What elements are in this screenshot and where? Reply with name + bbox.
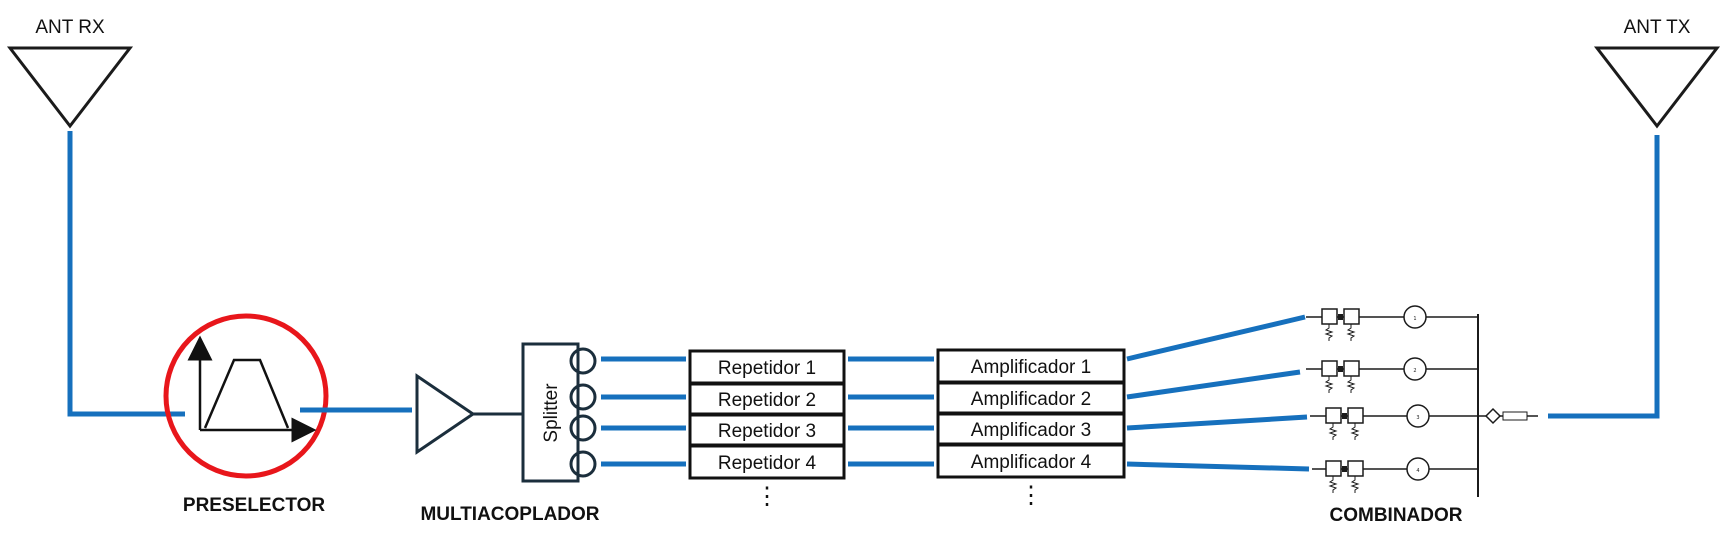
amplifier-stack: Amplificador 1 Amplificador 2 Amplificad…: [936, 348, 1126, 509]
isolator-4a-icon: [1325, 460, 1342, 477]
combiner-channel-4: 4: [1312, 457, 1478, 493]
load-3a-icon: [1328, 423, 1338, 440]
splitter-port-1: [569, 347, 597, 375]
repeater-2-label: Repetidor 2: [718, 390, 816, 411]
isolator-2b-icon: [1343, 360, 1360, 377]
cavity-filter-2-icon: [1403, 357, 1427, 381]
multicoupler-label: MULTIACOPLADOR: [420, 504, 599, 525]
bandpass-filter-icon: [203, 358, 290, 429]
amplifier-1-label: Amplificador 1: [971, 357, 1091, 378]
combiner: 1 2 3: [1306, 305, 1538, 526]
amplifier-4-box: [936, 443, 1126, 479]
splitter-port-3: [569, 414, 597, 442]
amp-comb-line-3: [1126, 414, 1308, 431]
isolator-2a-icon: [1321, 360, 1338, 377]
combiner-channel-2: 2: [1306, 357, 1478, 393]
load-3b-icon: [1350, 423, 1360, 440]
isolator-4b-icon: [1347, 460, 1364, 477]
repeater-stack: Repetidor 1 Repetidor 2 Repetidor 3 Repe…: [688, 349, 846, 510]
amp-comb-line-4: [1126, 461, 1310, 472]
combiner-channel-1: 1: [1306, 305, 1478, 341]
amplifier-1-box: [936, 348, 1126, 384]
splitter-box: [521, 342, 580, 483]
repeater-4-label: Repetidor 4: [718, 453, 817, 474]
repeater-1-label: Repetidor 1: [718, 358, 816, 379]
output-port-icon: [1502, 411, 1528, 421]
load-1a-icon: [1324, 324, 1334, 341]
splitter-label: Splitter: [541, 383, 562, 443]
cavity-filter-1-icon: [1403, 305, 1427, 329]
combiner-label: COMBINADOR: [1330, 505, 1463, 526]
antenna-tx: ANT TX: [1593, 17, 1721, 129]
load-1b-icon: [1346, 324, 1356, 341]
splitter-port-4: [569, 450, 597, 478]
amplifier-triangle-icon: [415, 373, 476, 455]
antenna-tx-label: ANT TX: [1624, 17, 1691, 38]
load-4a-icon: [1328, 476, 1338, 493]
coupling-2-icon: [1338, 366, 1343, 372]
isolator-3b-icon: [1347, 407, 1364, 424]
load-4b-icon: [1350, 476, 1360, 493]
preselector: PRESELECTOR: [163, 313, 329, 516]
antenna-rx-label: ANT RX: [35, 17, 105, 38]
coupling-4-icon: [1342, 466, 1347, 472]
repeater-1-box: [688, 349, 846, 385]
coupling-3-icon: [1342, 413, 1347, 419]
repeater-continuation: ⋮: [755, 483, 779, 510]
amplifier-2-label: Amplificador 2: [971, 389, 1091, 410]
multicoupler: Splitter MULTIACOPLADOR: [415, 342, 600, 525]
load-2b-icon: [1346, 376, 1356, 393]
preselector-ring: [163, 313, 329, 479]
antenna-rx: ANT RX: [6, 17, 134, 129]
cavity-filter-4-icon: [1406, 457, 1430, 481]
combiner-channel-3: 3: [1310, 404, 1478, 440]
preselector-label: PRESELECTOR: [183, 495, 325, 516]
cavity-filter-4-label: 4: [1416, 468, 1419, 474]
isolator-1a-icon: [1321, 308, 1338, 325]
tx-feed-line: [1548, 135, 1660, 419]
amplifier-3-label: Amplificador 3: [971, 420, 1091, 441]
splitter-port-2: [569, 383, 597, 411]
load-2a-icon: [1324, 376, 1334, 393]
coupler-diamond-icon: [1484, 407, 1502, 425]
amp-comb-line-1: [1126, 314, 1306, 362]
isolator-1b-icon: [1343, 308, 1360, 325]
cavity-filter-2-label: 2: [1413, 368, 1416, 374]
repeater-3-label: Repetidor 3: [718, 421, 816, 442]
antenna-tx-icon: [1593, 46, 1721, 129]
repeater-4-box: [688, 444, 846, 480]
cavity-filter-1-label: 1: [1413, 316, 1416, 322]
antenna-rx-icon: [6, 46, 134, 129]
isolator-3a-icon: [1325, 407, 1342, 424]
cavity-filter-3-label: 3: [1416, 415, 1419, 421]
amplifier-4-label: Amplificador 4: [971, 452, 1092, 473]
amplifier-2-box: [936, 381, 1126, 415]
repeater-2-box: [688, 382, 846, 416]
amp-comb-line-2: [1126, 369, 1301, 400]
cavity-filter-3-icon: [1406, 404, 1430, 428]
rx-feed-line: [67, 131, 185, 417]
coupling-1-icon: [1338, 314, 1343, 320]
amplifier-continuation: ⋮: [1019, 482, 1043, 509]
